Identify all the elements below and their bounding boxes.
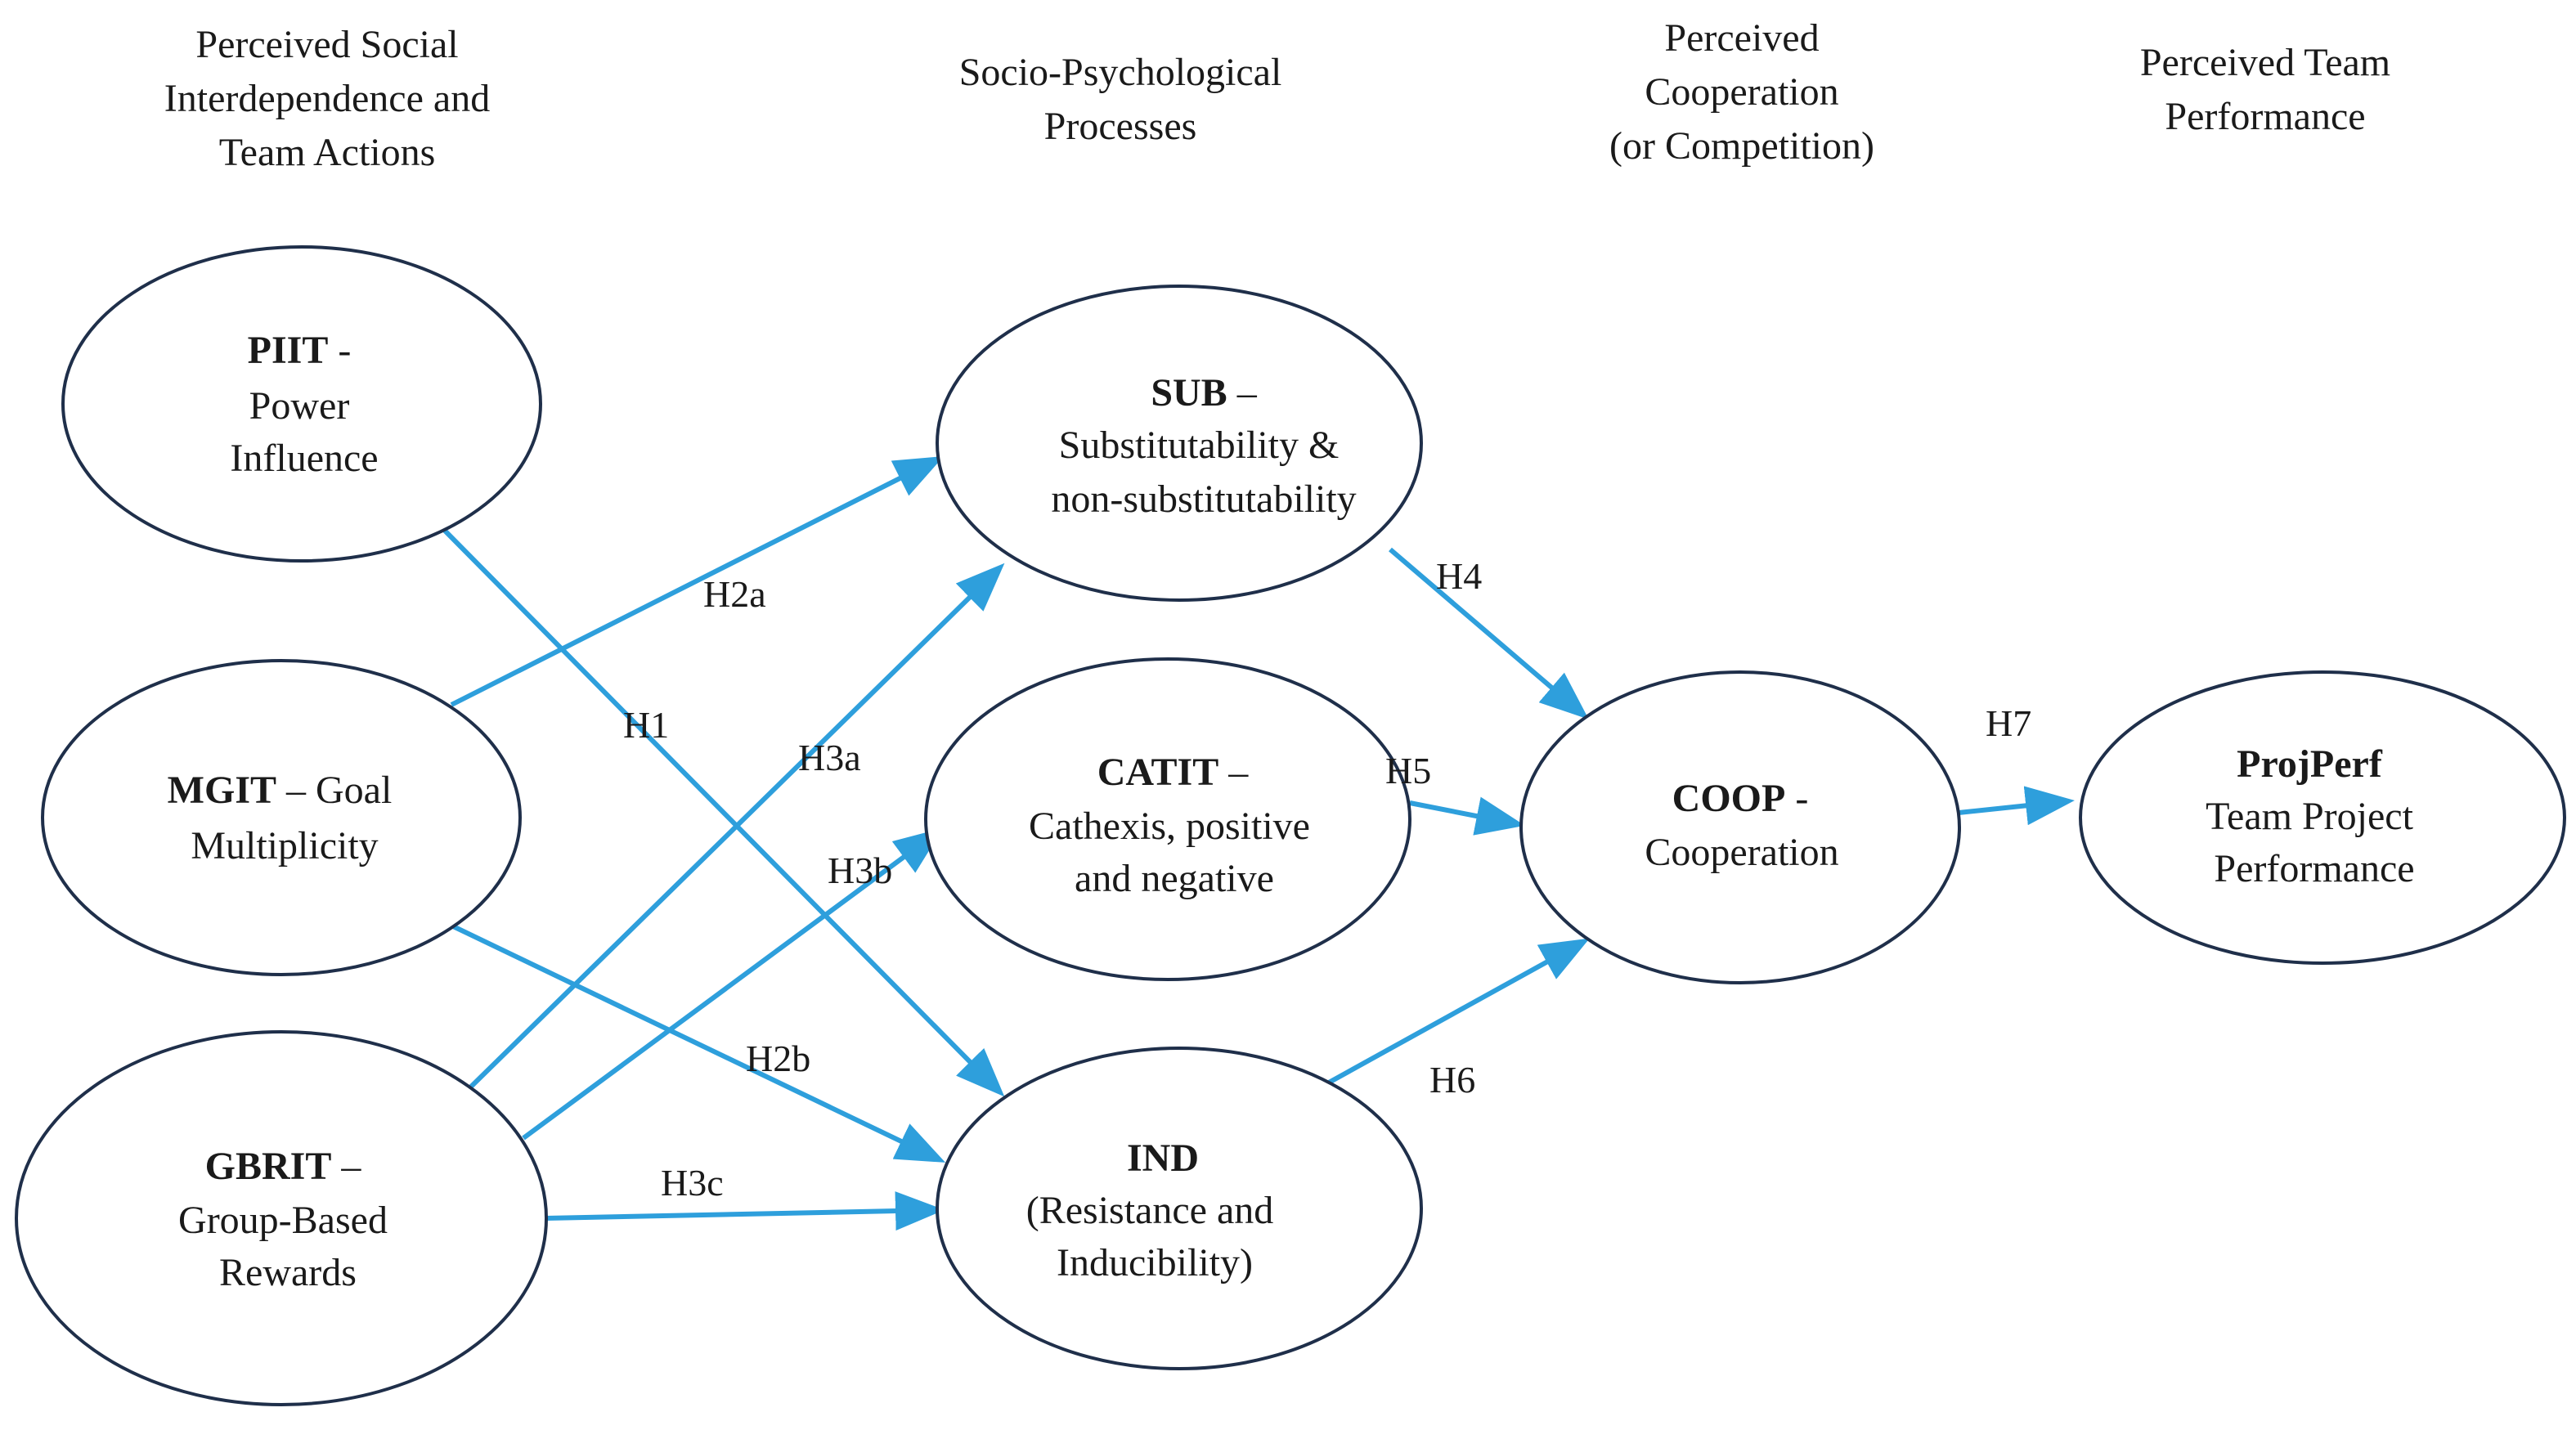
arrow-h6	[1304, 938, 1590, 1098]
node-code: PIIT	[248, 329, 329, 372]
node-gbrit-ellipse	[15, 1030, 548, 1406]
label-h4: H4	[1436, 555, 1482, 597]
node-separator: –	[1218, 751, 1249, 794]
node-separator: – Goal	[276, 769, 392, 812]
header-socio-psychological: Socio-Psychological Processes	[875, 46, 1366, 154]
header-social-interdependence: Perceived Social Interdependence and Tea…	[82, 18, 572, 180]
node-line: non-substitutability	[1051, 477, 1356, 521]
node-code: CATIT	[1097, 751, 1218, 794]
arrow-h2b	[450, 923, 946, 1163]
node-line: Influence	[230, 437, 378, 480]
label-h2a: H2a	[703, 573, 766, 615]
node-line: Multiplicity	[191, 824, 378, 867]
node-line: Cathexis, positive	[1029, 805, 1310, 848]
node-coop-ellipse	[1519, 670, 1961, 984]
hypothesis-labels: H1 H2a H2b H3a H3b H3c H4 H5 H6 H7	[623, 555, 2031, 1204]
node-sub-ellipse	[936, 285, 1423, 602]
arrow-h1	[439, 525, 1005, 1097]
header-perceived-cooperation: Perceived Cooperation (or Competition)	[1497, 11, 1987, 173]
node-line: Rewards	[219, 1251, 357, 1294]
node-line: Power	[249, 384, 350, 428]
arrow-h3b	[522, 827, 944, 1141]
node-gbrit-label: GBRIT – Group-Based Rewards	[178, 1145, 397, 1294]
header-line: Processes	[1043, 105, 1197, 148]
header-line: Performance	[2165, 95, 2366, 138]
label-h3b: H3b	[828, 849, 892, 891]
node-line: Inducibility)	[1057, 1241, 1253, 1284]
label-h6: H6	[1429, 1059, 1475, 1101]
header-line: Perceived Team	[2139, 41, 2391, 84]
label-h1: H1	[623, 704, 669, 746]
node-ind-label: IND (Resistance and Inducibility)	[1026, 1136, 1284, 1284]
node-line: Group-Based	[178, 1199, 388, 1242]
node-line: (Resistance and	[1026, 1189, 1274, 1232]
header-line: Perceived	[1664, 16, 1820, 60]
node-separator: –	[1227, 371, 1258, 415]
header-line: Socio-Psychological	[958, 51, 1282, 94]
node-code: ProjPerf	[2237, 742, 2383, 786]
node-separator: –	[331, 1145, 361, 1188]
node-coop-label: COOP - Cooperation	[1645, 777, 1838, 874]
node-piit-ellipse	[61, 245, 542, 563]
header-line: (or Competition)	[1609, 124, 1874, 168]
arrows	[439, 455, 2075, 1231]
label-h3c: H3c	[661, 1162, 724, 1204]
arrow-h5	[1409, 796, 1525, 836]
node-projperf-label: ProjPerf Team Project Performance	[2206, 742, 2423, 890]
arrow-h3c	[545, 1191, 945, 1231]
node-mgit-ellipse	[41, 659, 522, 976]
header-line: Team Actions	[218, 131, 436, 174]
node-catit-label: CATIT – Cathexis, positive and negative	[1029, 751, 1320, 900]
header-line: Cooperation	[1645, 70, 1839, 114]
node-piit-label: PIIT - Power Influence	[230, 329, 378, 480]
node-line: and negative	[1075, 857, 1274, 900]
label-h7: H7	[1986, 702, 2031, 744]
node-code: IND	[1127, 1136, 1199, 1180]
node-mgit-label: MGIT – Goal Multiplicity	[168, 769, 402, 867]
arrow-h4	[1389, 547, 1589, 719]
label-h2b: H2b	[746, 1038, 810, 1079]
arrow-h3a	[468, 563, 1005, 1090]
constructs	[15, 245, 2566, 1406]
node-sub-label: SUB – Substitutability & non-substitutab…	[1051, 371, 1356, 521]
node-separator: -	[328, 329, 351, 372]
arrow-h7	[1942, 786, 2075, 826]
node-line: Team Project	[2206, 795, 2414, 838]
node-projperf-ellipse	[2079, 670, 2566, 965]
header-line: Interdependence and	[164, 77, 491, 120]
label-h5: H5	[1385, 750, 1431, 791]
node-code: SUB	[1151, 371, 1227, 415]
node-separator: -	[1785, 777, 1808, 820]
node-line: Substitutability &	[1059, 424, 1340, 467]
arrow-h2a	[450, 455, 945, 707]
label-h3a: H3a	[798, 737, 861, 778]
header-team-performance: Perceived Team Performance	[2020, 36, 2511, 144]
node-code: GBRIT	[205, 1145, 332, 1188]
node-code: MGIT	[168, 769, 276, 812]
node-line: Performance	[2214, 847, 2414, 890]
header-line: Perceived Social	[195, 23, 459, 66]
node-catit-ellipse	[924, 657, 1411, 981]
node-code: COOP	[1672, 777, 1786, 820]
node-line: Cooperation	[1645, 831, 1838, 874]
node-ind-ellipse	[936, 1047, 1423, 1370]
